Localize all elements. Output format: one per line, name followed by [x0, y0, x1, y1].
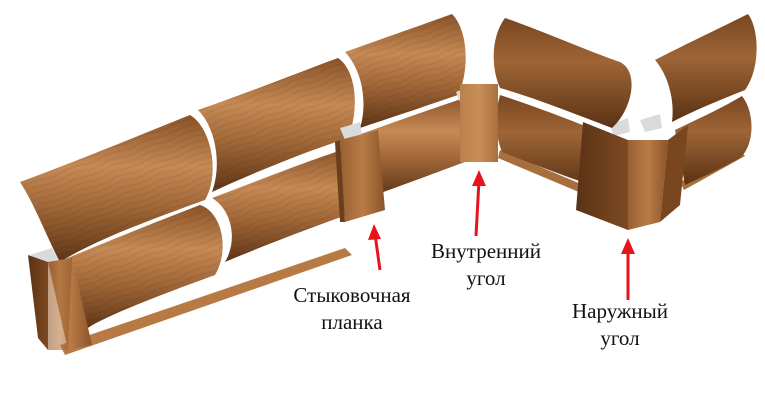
outer-corner-trim [576, 122, 688, 230]
label-joint-strip-line2: планка [321, 310, 383, 334]
left-wall-bottom-logs [58, 96, 470, 355]
arrows [368, 170, 635, 300]
label-joint-strip-line1: Стыковочная [293, 283, 411, 307]
label-joint-strip: Стыковочная планка [281, 282, 423, 336]
left-wall-top-logs [20, 14, 466, 262]
label-outer-corner: Наружный угол [560, 298, 680, 352]
end-cap-plank [28, 255, 92, 350]
inner-corner-trim [460, 84, 498, 162]
label-outer-corner-line2: угол [600, 326, 640, 350]
label-inner-corner: Внутренний угол [418, 238, 554, 292]
arrow-inner-corner [472, 170, 486, 237]
joint-strip [335, 130, 385, 222]
arrow-outer-corner [621, 238, 635, 300]
label-inner-corner-line1: Внутренний [431, 239, 541, 263]
arrow-joint-strip [368, 224, 382, 271]
label-inner-corner-line2: угол [466, 266, 506, 290]
label-outer-corner-line1: Наружный [571, 299, 669, 323]
